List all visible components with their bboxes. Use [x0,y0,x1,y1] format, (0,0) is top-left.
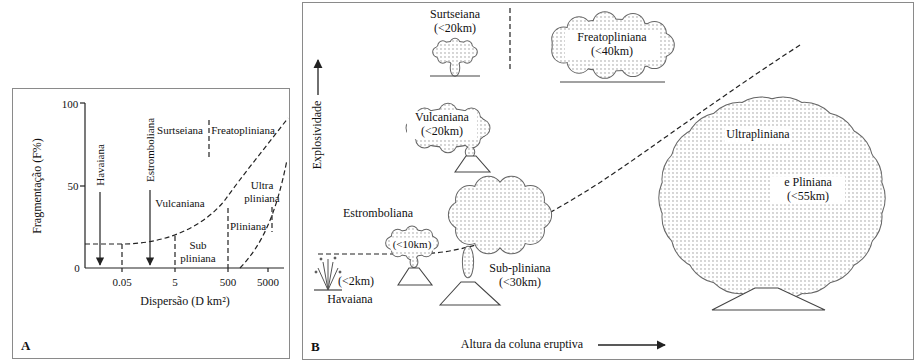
eruption-label: Havaiana [327,293,372,307]
eruption-type: Estromboliana [144,118,157,182]
axis-tick: 0.05 [112,276,131,289]
eruption-label: Surtseiana (<20km) [422,8,488,36]
eruption-label: Estromboliana [343,207,413,221]
axis-title: Fragmentação (F%) [31,138,45,234]
eruption-type: Surtseiana [157,124,203,137]
eruption-type: Freatopliniana [211,124,275,137]
eruption-label: Ultrapliniana [724,128,791,142]
axis-tick: 5 [172,276,178,289]
axis-tick: 5000 [257,276,279,289]
axis-title: Explosividade [311,101,325,170]
eruption-type: Havaiana [94,144,107,186]
axis-tick: 0 [74,262,80,275]
eruption-label: Freatopliniana (<40km) [565,31,659,59]
explosivity-boundaries [318,8,800,254]
axis-title: Altura da coluna eruptiva [461,338,583,352]
axis-tick: 100 [62,98,79,111]
pointer-arrows [100,190,150,265]
panel-letter: A [21,338,30,354]
column-height: (<2km) [338,275,374,289]
axis-tick: 500 [220,276,237,289]
eruption-type: Vulcaniana [155,197,204,210]
eruption-type: Sub pliniana [177,239,219,264]
eruption-type: Ultra pliniana [242,179,282,204]
eruption-label: Sub-pliniana (<30km) [481,262,559,290]
ground-lines [314,76,665,290]
chart-axes [80,103,284,272]
volcano-cones [398,156,825,310]
panel-letter: B [311,339,320,355]
axis-arrows [318,60,665,345]
column-height: (<10km) [391,238,434,251]
eruption-label: e Pliniana (<55km) [771,176,845,204]
lava-fountain [315,257,341,290]
axis-title: Dispersão (D km²) [140,295,230,309]
axis-tick: 50 [68,180,79,193]
eruption-label: Vulcaniana (<20km) [407,111,477,139]
field-boundaries [85,118,288,268]
eruption-type: Pliniana [230,220,266,233]
eruption-clouds [386,12,885,298]
